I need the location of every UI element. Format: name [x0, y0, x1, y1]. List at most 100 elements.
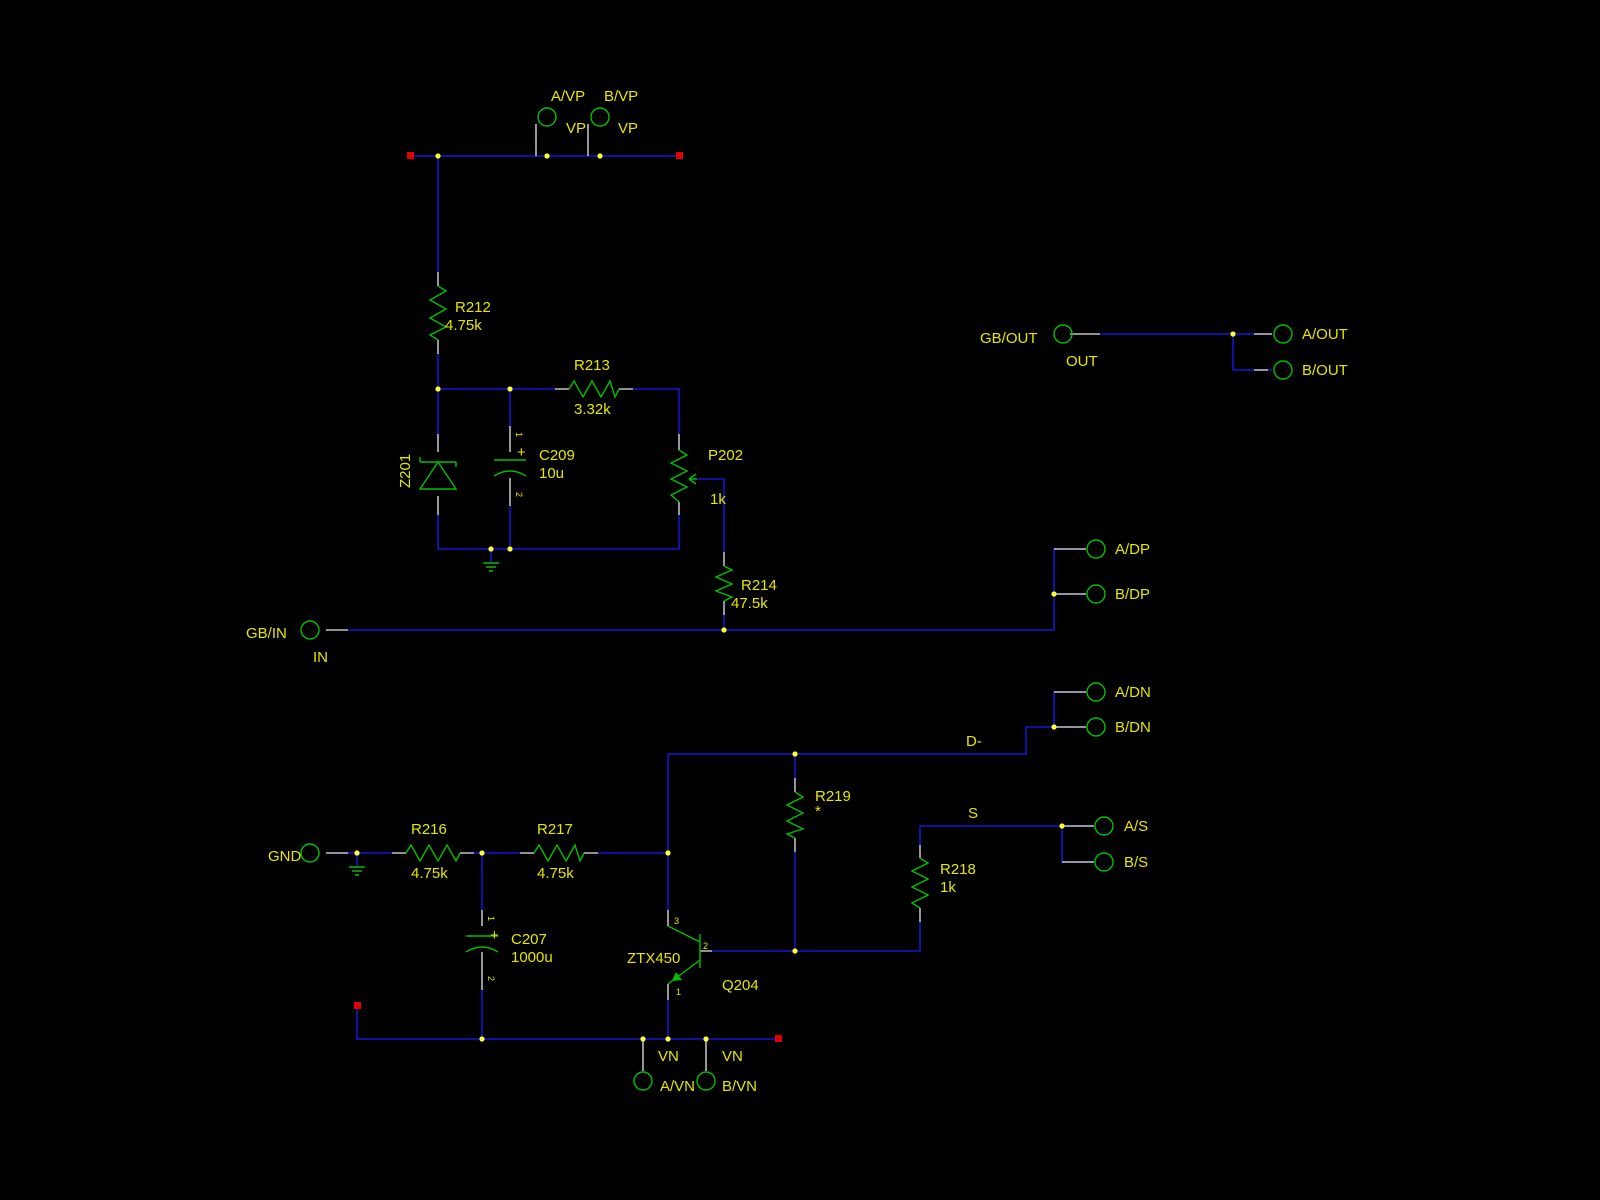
gbout-port[interactable] — [1053, 324, 1073, 344]
r213-resistor[interactable]: R213 3.32k — [568, 357, 620, 418]
wire-endpoint — [676, 152, 683, 159]
p202-ref: P202 — [708, 447, 743, 464]
r219-resistor[interactable]: R219 * — [785, 788, 851, 839]
vn-rail-wire — [356, 1005, 778, 1040]
s-net-label: S — [968, 805, 978, 822]
bdp-port[interactable] — [1086, 584, 1106, 604]
r216-ref: R216 — [411, 821, 447, 838]
r216-resistor[interactable]: R216 4.75k — [405, 821, 461, 882]
as-port[interactable] — [1094, 816, 1114, 836]
z201-zener-diode[interactable]: Z201 — [397, 454, 458, 490]
wiper-to-r214-wire — [697, 478, 725, 552]
vp-net-label-1: VP — [566, 120, 586, 137]
r218-resistor[interactable]: R218 1k — [910, 857, 976, 909]
avp-port[interactable] — [537, 107, 557, 127]
gbin-port[interactable] — [300, 620, 320, 640]
ground-icon — [483, 562, 499, 572]
r212-value: 4.75k — [445, 317, 482, 334]
r219-body — [785, 791, 805, 839]
vn-net-label-2: VN — [722, 1048, 743, 1065]
avn-label: A/VN — [660, 1078, 695, 1095]
bdn-port[interactable] — [1086, 717, 1106, 737]
junction-dot — [703, 1036, 709, 1042]
r212-resistor[interactable]: R212 4.75k — [428, 285, 491, 341]
wire-endpoints — [354, 152, 782, 1042]
bout-port[interactable] — [1273, 360, 1293, 380]
p202-wiper-arrow — [688, 473, 697, 485]
junction-dot — [507, 386, 513, 392]
r212-ref: R212 — [455, 299, 491, 316]
aout-bout-leads — [1254, 333, 1272, 371]
r214-ref: R214 — [741, 577, 777, 594]
q204-transistor[interactable]: 3 2 1 ZTX450 Q204 — [627, 916, 759, 997]
z201-bar — [419, 457, 457, 467]
avn-port[interactable] — [633, 1071, 653, 1091]
c209-plate-bottom — [493, 470, 527, 477]
junction-dot — [1059, 823, 1065, 829]
junction-dot — [1230, 331, 1236, 337]
adn-label: A/DN — [1115, 684, 1151, 701]
junction-dot — [665, 1036, 671, 1042]
s-leads — [1062, 825, 1094, 863]
bvp-port[interactable] — [590, 107, 610, 127]
junction-dot — [665, 850, 671, 856]
r213-ref: R213 — [574, 357, 610, 374]
r218-value: 1k — [940, 879, 956, 896]
junction-dot — [597, 153, 603, 159]
q204-pin3: 3 — [674, 916, 679, 926]
junction-dot — [507, 546, 513, 552]
bdn-label: B/DN — [1115, 719, 1151, 736]
junction-dot — [721, 627, 727, 633]
out-net-label: OUT — [1066, 353, 1098, 370]
r214-body — [714, 565, 734, 602]
bvn-port[interactable] — [696, 1071, 716, 1091]
q204-emitter-arrow — [672, 972, 682, 981]
junction-dot — [479, 850, 485, 856]
bs-port[interactable] — [1094, 852, 1114, 872]
p202-potentiometer[interactable]: P202 1k — [669, 447, 743, 508]
c207-plate-bottom — [465, 946, 499, 953]
junction-dot — [1051, 591, 1057, 597]
z201-triangle — [418, 460, 458, 490]
junction-dot — [488, 546, 494, 552]
junction-dot — [435, 386, 441, 392]
r219-ref: R219 — [815, 788, 851, 805]
gbin-label: GB/IN — [246, 625, 287, 642]
wire-endpoint — [354, 1002, 361, 1009]
c207-capacitor[interactable]: 1 2 + C207 1000u — [465, 916, 553, 981]
r216-body — [405, 843, 461, 863]
aout-port[interactable] — [1273, 324, 1293, 344]
vp-net-label-2: VP — [618, 120, 638, 137]
junction-dot — [544, 153, 550, 159]
base-net-wire — [712, 922, 921, 952]
ground-symbol-top — [483, 562, 499, 572]
r214-value: 47.5k — [731, 595, 768, 612]
r213-value: 3.32k — [574, 401, 611, 418]
r214-resistor[interactable]: R214 47.5k — [714, 565, 777, 612]
r218-ref: R218 — [940, 861, 976, 878]
dminus-net-label: D- — [966, 733, 982, 750]
r217-resistor[interactable]: R217 4.75k — [533, 821, 585, 882]
c209-value: 10u — [539, 465, 564, 482]
adn-port[interactable] — [1086, 682, 1106, 702]
junction-dot — [792, 948, 798, 954]
r217-ref: R217 — [537, 821, 573, 838]
r212-body — [428, 285, 448, 341]
bvp-label: B/VP — [604, 88, 638, 105]
vn-net-label-1: VN — [658, 1048, 679, 1065]
adp-port[interactable] — [1086, 539, 1106, 559]
r213-to-p202-wire — [633, 388, 680, 434]
c209-capacitor[interactable]: 1 2 + C209 10u — [493, 432, 575, 497]
dn-leads — [1054, 691, 1086, 728]
q204-value: ZTX450 — [627, 950, 680, 967]
c207-plus: + — [490, 927, 499, 944]
c207-value: 1000u — [511, 949, 553, 966]
c207-ref: C207 — [511, 931, 547, 948]
r213-body — [568, 379, 620, 399]
wire-endpoint — [775, 1035, 782, 1042]
c209-ref: C209 — [539, 447, 575, 464]
z201-ref: Z201 — [397, 454, 414, 488]
gnd-port[interactable] — [300, 843, 320, 863]
